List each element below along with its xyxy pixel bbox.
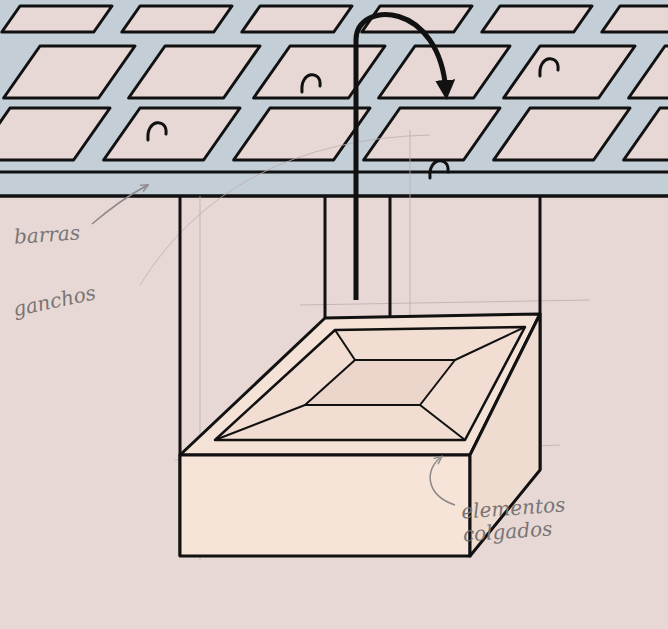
leader-line <box>430 458 455 505</box>
bar-edge <box>0 171 668 174</box>
part-label: ganchos <box>11 274 133 321</box>
grid-opening <box>234 108 370 160</box>
grid-openings <box>0 6 668 160</box>
bar-edge <box>0 194 668 198</box>
grid-opening <box>254 46 385 98</box>
grid-opening <box>0 108 110 160</box>
grid-opening <box>482 6 592 32</box>
grid-opening <box>2 6 112 32</box>
part-label: barras <box>13 218 124 249</box>
grid-opening <box>629 46 668 98</box>
grid-opening <box>4 46 135 98</box>
grid-opening <box>104 108 240 160</box>
grid-opening <box>364 108 500 160</box>
grid-opening <box>494 108 630 160</box>
grid-opening <box>129 46 260 98</box>
grid-opening <box>624 108 668 160</box>
leader-line <box>92 186 146 224</box>
grid-opening <box>122 6 232 32</box>
grid-opening <box>242 6 352 32</box>
lift-arrow <box>356 15 446 300</box>
hook-symbols <box>148 59 558 178</box>
grid-opening <box>602 6 668 32</box>
part-label: elementos colgados <box>461 492 594 547</box>
grid-band <box>0 0 668 196</box>
grid-opening <box>504 46 635 98</box>
